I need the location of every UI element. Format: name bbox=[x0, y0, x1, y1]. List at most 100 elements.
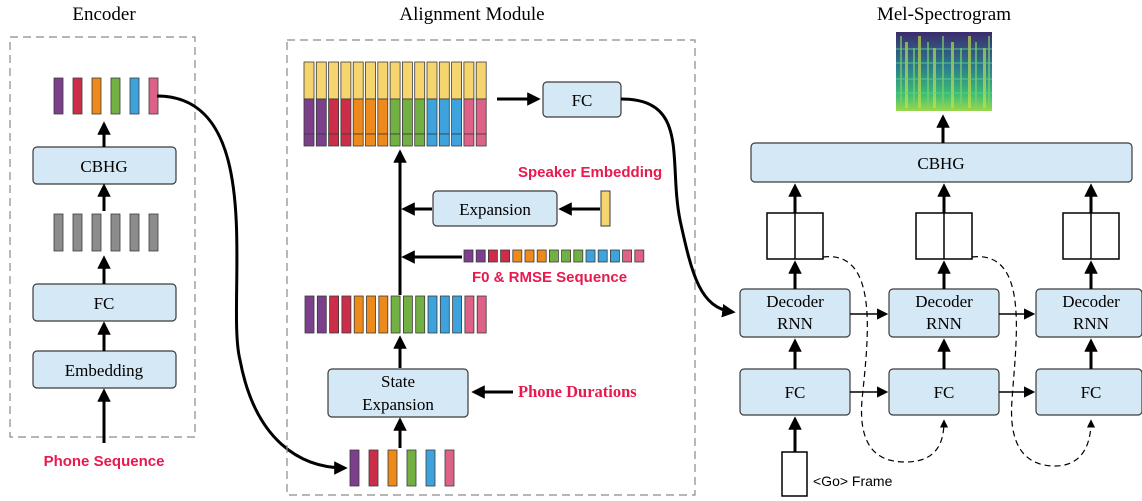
mel-spectrogram-title: Mel-Spectrogram bbox=[877, 4, 1011, 25]
encoder-title: Encoder bbox=[72, 4, 136, 25]
f0-rmse-element bbox=[512, 249, 523, 263]
fc-to-decoder-curve bbox=[620, 97, 736, 318]
stack-f0-segment bbox=[377, 133, 389, 147]
stack-speaker-segment bbox=[414, 61, 426, 100]
stack-f0-segment bbox=[426, 133, 438, 147]
stack-speaker-segment bbox=[315, 61, 327, 100]
expansion-label: Expansion bbox=[459, 200, 531, 219]
stack-speaker-segment bbox=[426, 61, 438, 100]
f0-rmse-element bbox=[487, 249, 498, 263]
frame-output-2 bbox=[915, 212, 973, 260]
decoder-rnn-3 bbox=[1035, 288, 1142, 338]
decoder-fc-2-label: FC bbox=[934, 383, 955, 402]
expanded-phone-vector bbox=[378, 295, 389, 334]
encoder-output-vector bbox=[129, 77, 140, 115]
f0-rmse-element bbox=[536, 249, 547, 263]
stack-speaker-segment bbox=[401, 61, 413, 100]
encoder-hidden-vector bbox=[148, 213, 159, 252]
alignment-input-vector bbox=[444, 449, 455, 487]
stack-f0-segment bbox=[352, 133, 364, 147]
stack-phone-segment bbox=[401, 98, 413, 135]
frame-output-1 bbox=[766, 212, 824, 260]
feedback-curve-2 bbox=[971, 256, 1096, 467]
encoder-hidden-vector bbox=[72, 213, 83, 252]
stack-speaker-segment bbox=[365, 61, 376, 100]
stack-speaker-segment bbox=[328, 61, 340, 100]
encoder-hidden-vector bbox=[129, 213, 140, 252]
stack-speaker-segment bbox=[463, 61, 475, 100]
decoder-fc-3-label: FC bbox=[1081, 383, 1102, 402]
stack-f0-segment bbox=[414, 133, 426, 147]
stack-f0-segment bbox=[451, 133, 463, 147]
f0-rmse-element bbox=[622, 249, 632, 263]
stack-phone-segment bbox=[340, 98, 352, 135]
alignment-input-vector bbox=[349, 449, 360, 487]
speaker-embedding-vector bbox=[600, 190, 611, 227]
decoder-rnn-1-line1: Decoder bbox=[766, 292, 824, 311]
expanded-phone-vector bbox=[415, 295, 426, 334]
f0-rmse-element bbox=[500, 249, 511, 263]
expanded-phone-vector bbox=[464, 295, 475, 334]
encoder-output-vectors bbox=[53, 77, 159, 115]
expanded-phone-vector bbox=[341, 295, 352, 334]
expanded-phone-vector bbox=[476, 295, 487, 334]
expanded-feature-stack bbox=[303, 61, 487, 147]
alignment-module-title: Alignment Module bbox=[399, 4, 544, 25]
stack-f0-segment bbox=[389, 133, 401, 147]
stack-f0-segment bbox=[303, 133, 315, 147]
stack-phone-segment bbox=[365, 98, 376, 135]
go-frame-label: <Go> Frame bbox=[813, 473, 893, 489]
stack-speaker-segment bbox=[352, 61, 364, 100]
encoder-embedding-label: Embedding bbox=[65, 361, 144, 380]
f0-rmse-sequence bbox=[463, 249, 645, 263]
expanded-phone-vectors bbox=[304, 295, 487, 334]
f0-rmse-element bbox=[573, 249, 584, 263]
encoder-hidden-vector bbox=[53, 213, 64, 252]
decoder-fc-1-label: FC bbox=[785, 383, 806, 402]
expanded-phone-vector bbox=[329, 295, 340, 334]
encoder-output-input-vectors bbox=[349, 449, 455, 487]
encoder-to-alignment-curve bbox=[156, 94, 348, 475]
encoder-output-vector bbox=[148, 77, 159, 115]
stack-phone-segment bbox=[414, 98, 426, 135]
state-expansion-label-line2: Expansion bbox=[362, 395, 434, 414]
decoder-fc-3 bbox=[1035, 368, 1142, 416]
stack-phone-segment bbox=[426, 98, 438, 135]
alignment-input-vector bbox=[406, 449, 417, 487]
stack-f0-segment bbox=[328, 133, 340, 147]
decoder-rnn-3-line2: RNN bbox=[1073, 314, 1109, 333]
alignment-input-vector bbox=[387, 449, 398, 487]
encoder-output-vector bbox=[72, 77, 83, 115]
expanded-phone-vector bbox=[390, 295, 401, 334]
stack-speaker-segment bbox=[438, 61, 450, 100]
phone-durations-label: Phone Durations bbox=[518, 382, 637, 401]
stack-phone-segment bbox=[463, 98, 475, 135]
alignment-fc-label: FC bbox=[572, 91, 593, 110]
f0-rmse-element bbox=[610, 249, 620, 263]
expanded-phone-vector bbox=[402, 295, 413, 334]
f0-rmse-element bbox=[585, 249, 596, 263]
stack-phone-segment bbox=[389, 98, 401, 135]
state-expansion-block bbox=[327, 368, 469, 418]
expanded-phone-vector bbox=[353, 295, 364, 334]
f0-rmse-element bbox=[549, 249, 559, 263]
stack-phone-segment bbox=[328, 98, 340, 135]
alignment-module-frame bbox=[286, 39, 696, 496]
stack-f0-segment bbox=[438, 133, 450, 147]
f0-rmse-element bbox=[634, 249, 645, 263]
stack-f0-segment bbox=[315, 133, 327, 147]
encoder-hidden-vector bbox=[91, 213, 102, 252]
encoder-fc-label: FC bbox=[94, 294, 115, 313]
encoder-hidden-vector bbox=[110, 213, 121, 252]
stack-speaker-segment bbox=[377, 61, 389, 100]
f0-rmse-element bbox=[475, 249, 486, 263]
f0-rmse-element bbox=[463, 249, 474, 263]
feedback-curve-1 bbox=[822, 256, 949, 463]
phone-sequence-label: Phone Sequence bbox=[44, 453, 165, 470]
f0-rmse-element bbox=[597, 249, 608, 263]
stack-speaker-segment bbox=[303, 61, 315, 100]
stack-speaker-segment bbox=[389, 61, 401, 100]
expanded-phone-vector bbox=[304, 295, 315, 334]
alignment-input-vector bbox=[368, 449, 379, 487]
